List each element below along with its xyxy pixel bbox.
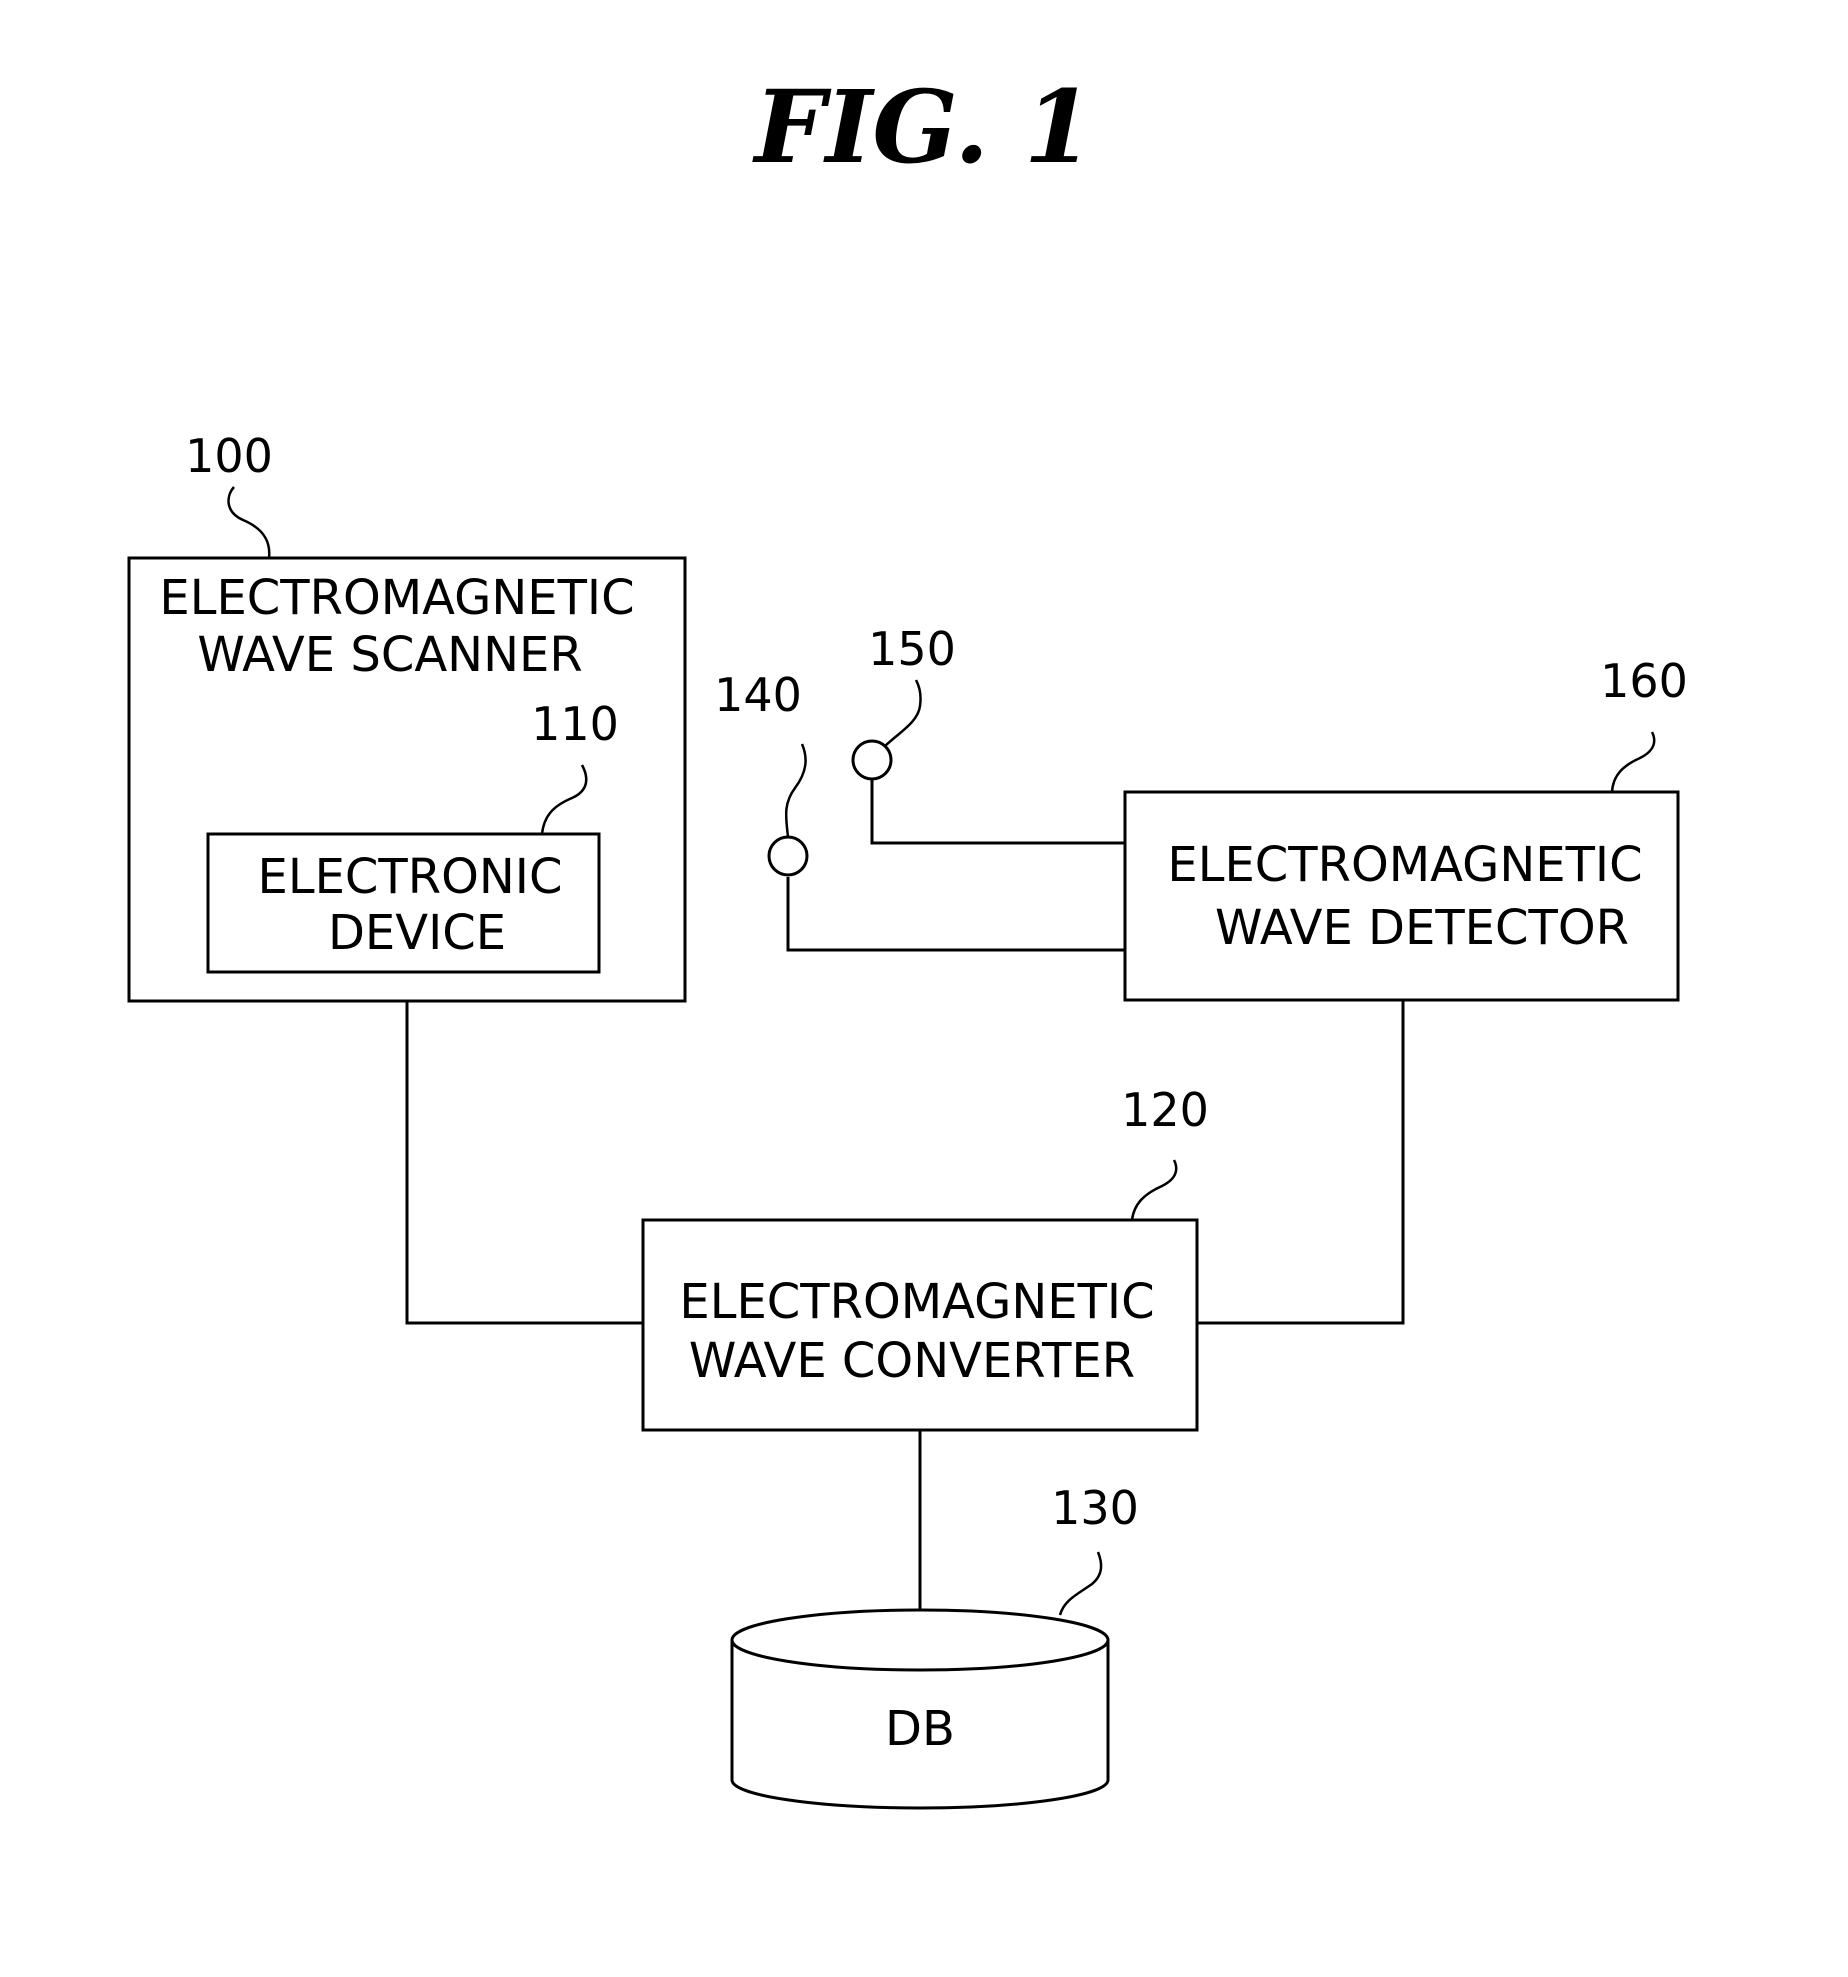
probe-140-reference-number: 140: [714, 668, 802, 722]
probe-150-to-detector-line: [872, 779, 1125, 843]
device-label-line2: DEVICE: [328, 905, 506, 961]
scanner-label-line2: WAVE SCANNER: [197, 627, 582, 683]
probe-140: [769, 837, 807, 875]
detector-leader-line: [1612, 732, 1654, 792]
converter-label-line2: WAVE CONVERTER: [689, 1333, 1135, 1389]
electromagnetic-wave-converter: ELECTROMAGNETIC WAVE CONVERTER: [643, 1220, 1197, 1430]
converter-leader-line: [1132, 1160, 1176, 1220]
probe-140-leader-line: [786, 744, 805, 837]
database-cylinder: DB: [732, 1610, 1108, 1808]
scanner-label-line1: ELECTROMAGNETIC: [159, 570, 634, 626]
figure-title: FIG. 1: [752, 68, 1094, 186]
probe-140-to-detector-line: [788, 877, 1125, 950]
device-label-line1: ELECTRONIC: [258, 849, 563, 905]
db-top: [732, 1610, 1108, 1670]
detector-label-line2: WAVE DETECTOR: [1215, 900, 1629, 956]
db-label: DB: [885, 1701, 955, 1757]
detector-label-line1: ELECTROMAGNETIC: [1167, 837, 1642, 893]
probe-150-reference-number: 150: [868, 622, 956, 676]
probe-150: [853, 741, 891, 779]
db-reference-number: 130: [1051, 1481, 1139, 1535]
db-leader-line: [1060, 1552, 1101, 1615]
scanner-to-converter-line: [407, 1000, 643, 1323]
detector-to-converter-line: [1197, 1000, 1403, 1323]
probe-150-leader-line: [885, 680, 921, 746]
detector-box: [1125, 792, 1678, 1000]
scanner-reference-number: 100: [185, 429, 273, 483]
device-reference-number: 110: [531, 697, 619, 751]
converter-reference-number: 120: [1121, 1083, 1209, 1137]
electronic-device: ELECTRONIC DEVICE: [208, 834, 599, 972]
electromagnetic-wave-detector: ELECTROMAGNETIC WAVE DETECTOR: [1125, 792, 1678, 1000]
detector-reference-number: 160: [1600, 654, 1688, 708]
converter-label-line1: ELECTROMAGNETIC: [679, 1274, 1154, 1330]
scanner-leader-line: [229, 487, 270, 558]
